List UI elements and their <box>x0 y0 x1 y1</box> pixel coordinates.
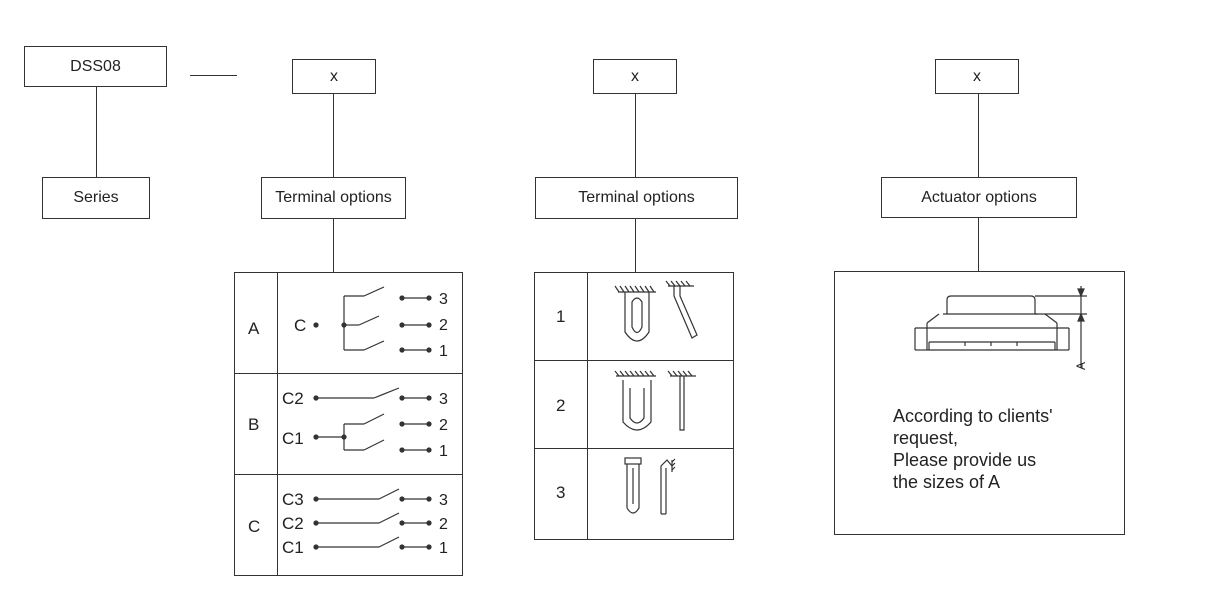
function-position-label: 3 <box>439 492 448 509</box>
function-code: x <box>330 67 338 85</box>
function-position-label: 2 <box>439 516 448 533</box>
terminal-row-number: 1 <box>556 307 565 326</box>
straight-terminal-icon <box>667 370 696 431</box>
pcb-terminal-icon <box>614 370 656 431</box>
actuator-note-line: According to clients' <box>893 406 1053 426</box>
actuator-note-line: the sizes of A <box>893 472 1001 492</box>
terminal-table: 1 2 3 <box>534 272 734 540</box>
terminal-label-box: Terminal options <box>535 177 738 219</box>
terminal-code-box: x <box>593 59 677 94</box>
series-label-box: Series <box>42 177 150 219</box>
function-position-label: 2 <box>439 417 448 434</box>
function-common-label: C <box>294 316 306 335</box>
function-label-box: Terminal options <box>261 177 406 219</box>
actuator-connector-bottom <box>978 218 979 272</box>
quick-connect-terminal-icon <box>624 457 642 514</box>
function-position-label: 2 <box>439 317 448 334</box>
terminal-label: Terminal options <box>578 189 695 206</box>
terminal-code: x <box>631 67 639 85</box>
actuator-note-line: request, <box>893 428 959 448</box>
bent-terminal-icon <box>665 280 698 339</box>
function-code-box: x <box>292 59 376 94</box>
function-row-letter: C <box>248 517 260 536</box>
right-angle-terminal-icon <box>660 458 676 515</box>
terminal-row-number: 3 <box>556 483 565 502</box>
function-common-label: C3 <box>282 490 304 509</box>
function-common-label: C2 <box>282 514 304 533</box>
function-common-label: C2 <box>282 389 304 408</box>
series-code-box: DSS08 <box>24 46 167 87</box>
series-label: Series <box>73 189 119 206</box>
function-row-letter: A <box>248 319 260 338</box>
actuator-note-line: Please provide us <box>893 450 1037 470</box>
series-code: DSS08 <box>70 57 121 75</box>
separator-dash <box>190 75 237 76</box>
function-table: A C 3 2 1 B C2 C1 <box>234 272 463 576</box>
actuator-panel <box>834 271 1125 535</box>
function-connector-top <box>333 94 334 178</box>
terminal-row-number: 2 <box>556 396 565 415</box>
actuator-label: Actuator options <box>921 188 1037 206</box>
function-common-label: C1 <box>282 538 304 557</box>
function-position-label: 1 <box>439 343 448 360</box>
function-row-letter: B <box>248 415 259 434</box>
switch-symbol-spdt-3pos <box>313 286 432 353</box>
actuator-connector-top <box>978 94 979 178</box>
actuator-code: x <box>973 67 981 85</box>
function-position-label: 1 <box>439 540 448 557</box>
terminal-connector-top <box>635 94 636 178</box>
switch-symbol-dpdt <box>313 387 432 453</box>
function-connector-bottom <box>333 219 334 272</box>
function-common-label: C1 <box>282 429 304 448</box>
actuator-drawing: A <box>914 286 1088 370</box>
actuator-label-box: Actuator options <box>881 177 1077 218</box>
switch-symbol-3pst <box>313 488 432 550</box>
function-position-label: 1 <box>439 443 448 460</box>
terminal-connector-bottom <box>635 219 636 272</box>
function-position-label: 3 <box>439 291 448 308</box>
function-position-label: 3 <box>439 391 448 408</box>
solder-lug-terminal-icon <box>614 285 656 342</box>
actuator-note: According to clients' request, Please pr… <box>893 405 1053 493</box>
series-connector <box>96 87 97 178</box>
actuator-dimension-label: A <box>1074 362 1088 370</box>
function-label: Terminal options <box>275 189 392 206</box>
actuator-code-box: x <box>935 59 1019 94</box>
